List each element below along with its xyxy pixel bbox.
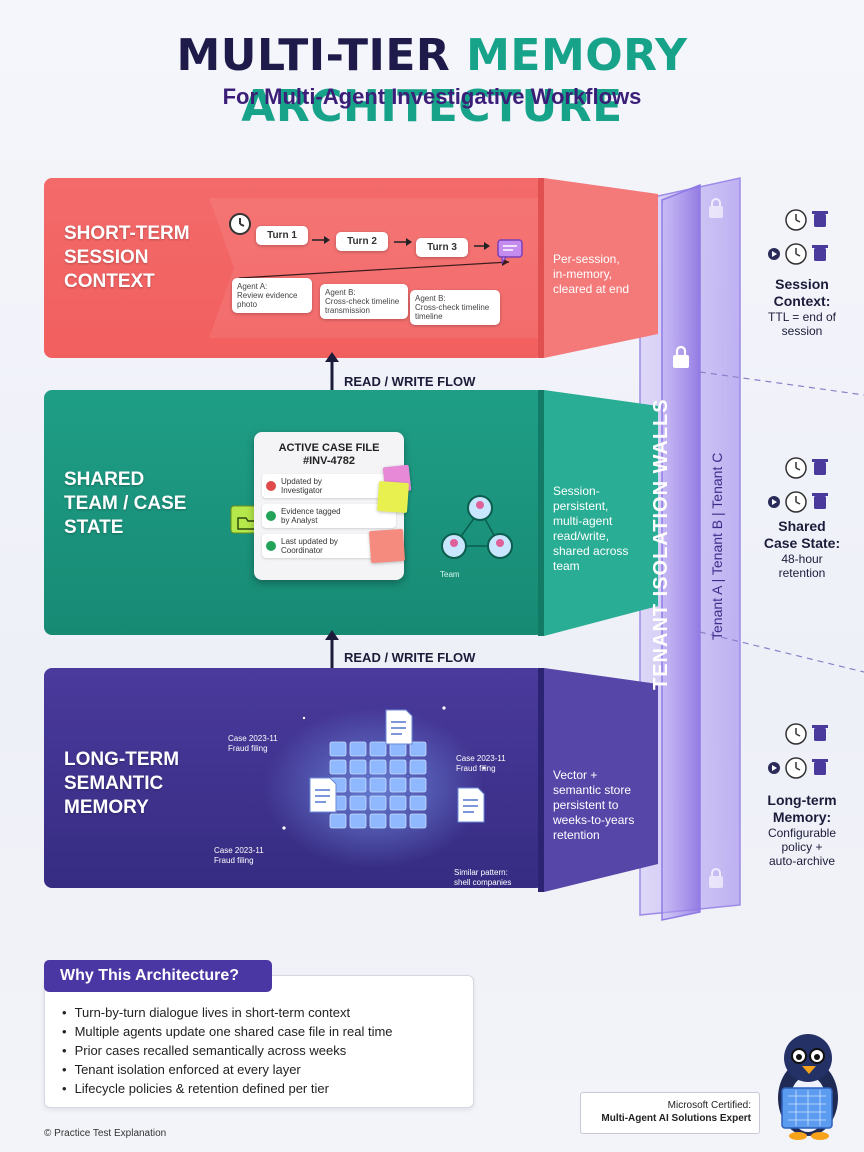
tier3-label: LONG-TERM SEMANTIC MEMORY xyxy=(64,749,180,818)
title-part-2: MEMORY ARCHITECTURE xyxy=(241,30,688,132)
case-label: Similar pattern: shell companies xyxy=(454,868,512,887)
why-list: Turn-by-turn dialogue lives in short-ter… xyxy=(62,1003,393,1098)
status-dot-icon xyxy=(266,481,276,491)
footer-copyright: © Practice Test Explanation xyxy=(44,1128,167,1139)
team-label: Team xyxy=(440,570,460,579)
tier1-label: SHORT-TERM SESSION CONTEXT xyxy=(64,223,190,292)
agent-card: Agent A: Review evidence photo xyxy=(232,278,312,313)
lock-icon xyxy=(709,868,723,888)
tier2-label: SHARED TEAM / CASE STATE xyxy=(64,469,187,538)
agent-card: Agent B: Cross-check timeline transmissi… xyxy=(320,284,408,319)
why-title: Why This Architecture? xyxy=(44,960,272,992)
wall-label: TENANT ISOLATION WALLS xyxy=(650,398,672,690)
agent-card: Agent B: Cross-check timeline timeline xyxy=(410,290,500,325)
penguin-mascot-icon xyxy=(778,1034,838,1140)
lock-icon xyxy=(673,345,689,368)
tier1-description: Per-session, in-memory, cleared at end xyxy=(553,252,630,296)
page-title: MULTI-TIER MEMORY ARCHITECTURE xyxy=(0,30,864,132)
turn-card: Turn 2 xyxy=(336,232,388,251)
list-item: Tenant isolation enforced at every layer xyxy=(62,1060,393,1079)
tier2-side xyxy=(538,390,658,636)
flow-label: READ / WRITE FLOW xyxy=(344,374,476,389)
case-label: Case 2023-11 Fraud filing xyxy=(214,846,264,865)
tier3-side xyxy=(538,668,658,892)
tier-short-term: SHORT-TERM SESSION CONTEXT Turn 1 Turn 2… xyxy=(44,178,544,358)
lock-icon xyxy=(709,198,723,218)
list-item: Turn-by-turn dialogue lives in short-ter… xyxy=(62,1003,393,1022)
flow-label: READ / WRITE FLOW xyxy=(344,650,476,665)
case-label: Case 2023-11 Fraud filing xyxy=(456,754,506,773)
list-item: Prior cases recalled semantically across… xyxy=(62,1041,393,1060)
clock-icon xyxy=(229,213,251,235)
tier3-description: Vector + semantic store persistent to we… xyxy=(553,768,635,842)
sticky-note xyxy=(368,528,406,564)
tier-shared-state: SHARED TEAM / CASE STATE ACTIVE CASE FIL… xyxy=(44,390,544,635)
case-file-title: ACTIVE CASE FILE #INV-4782 xyxy=(278,442,380,467)
tenant-labels: Tenant A | Tenant B | Tenant C xyxy=(709,452,725,640)
policy-shared: Shared Case State: 48-hour retention xyxy=(763,518,841,580)
wall-front xyxy=(661,183,701,921)
policy-session: Session Context: TTL = end of session xyxy=(768,276,836,338)
page-subtitle: For Multi-Agent Investigative Workflows xyxy=(222,84,642,109)
tier2-description: Session- persistent, multi-agent read/wr… xyxy=(553,484,629,573)
check-icon xyxy=(266,511,276,521)
title-part-1: MULTI-TIER xyxy=(176,30,451,81)
policy-icons xyxy=(768,723,828,779)
check-icon xyxy=(266,541,276,551)
tier1-side xyxy=(538,178,658,358)
cert-badge: Microsoft Certified: Multi-Agent AI Solu… xyxy=(580,1092,760,1134)
list-item: Lifecycle policies & retention defined p… xyxy=(62,1079,393,1098)
vector-grid xyxy=(264,706,486,868)
list-item: Multiple agents update one shared case f… xyxy=(62,1022,393,1041)
tier-long-term: LONG-TERM SEMANTIC MEMORY xyxy=(44,668,544,888)
policy-icons xyxy=(768,457,828,513)
tier1-timeline xyxy=(209,198,544,338)
policy-icons xyxy=(768,209,828,265)
case-label: Case 2023-11 Fraud filing xyxy=(228,734,278,753)
turn-card: Turn 3 xyxy=(416,238,468,257)
chat-bubble-icon xyxy=(497,239,523,264)
team-network-icon xyxy=(441,495,513,559)
sticky-note xyxy=(376,480,410,514)
policy-long-term: Long-term Memory: Configurable policy + … xyxy=(767,792,837,868)
turn-card: Turn 1 xyxy=(256,226,308,245)
